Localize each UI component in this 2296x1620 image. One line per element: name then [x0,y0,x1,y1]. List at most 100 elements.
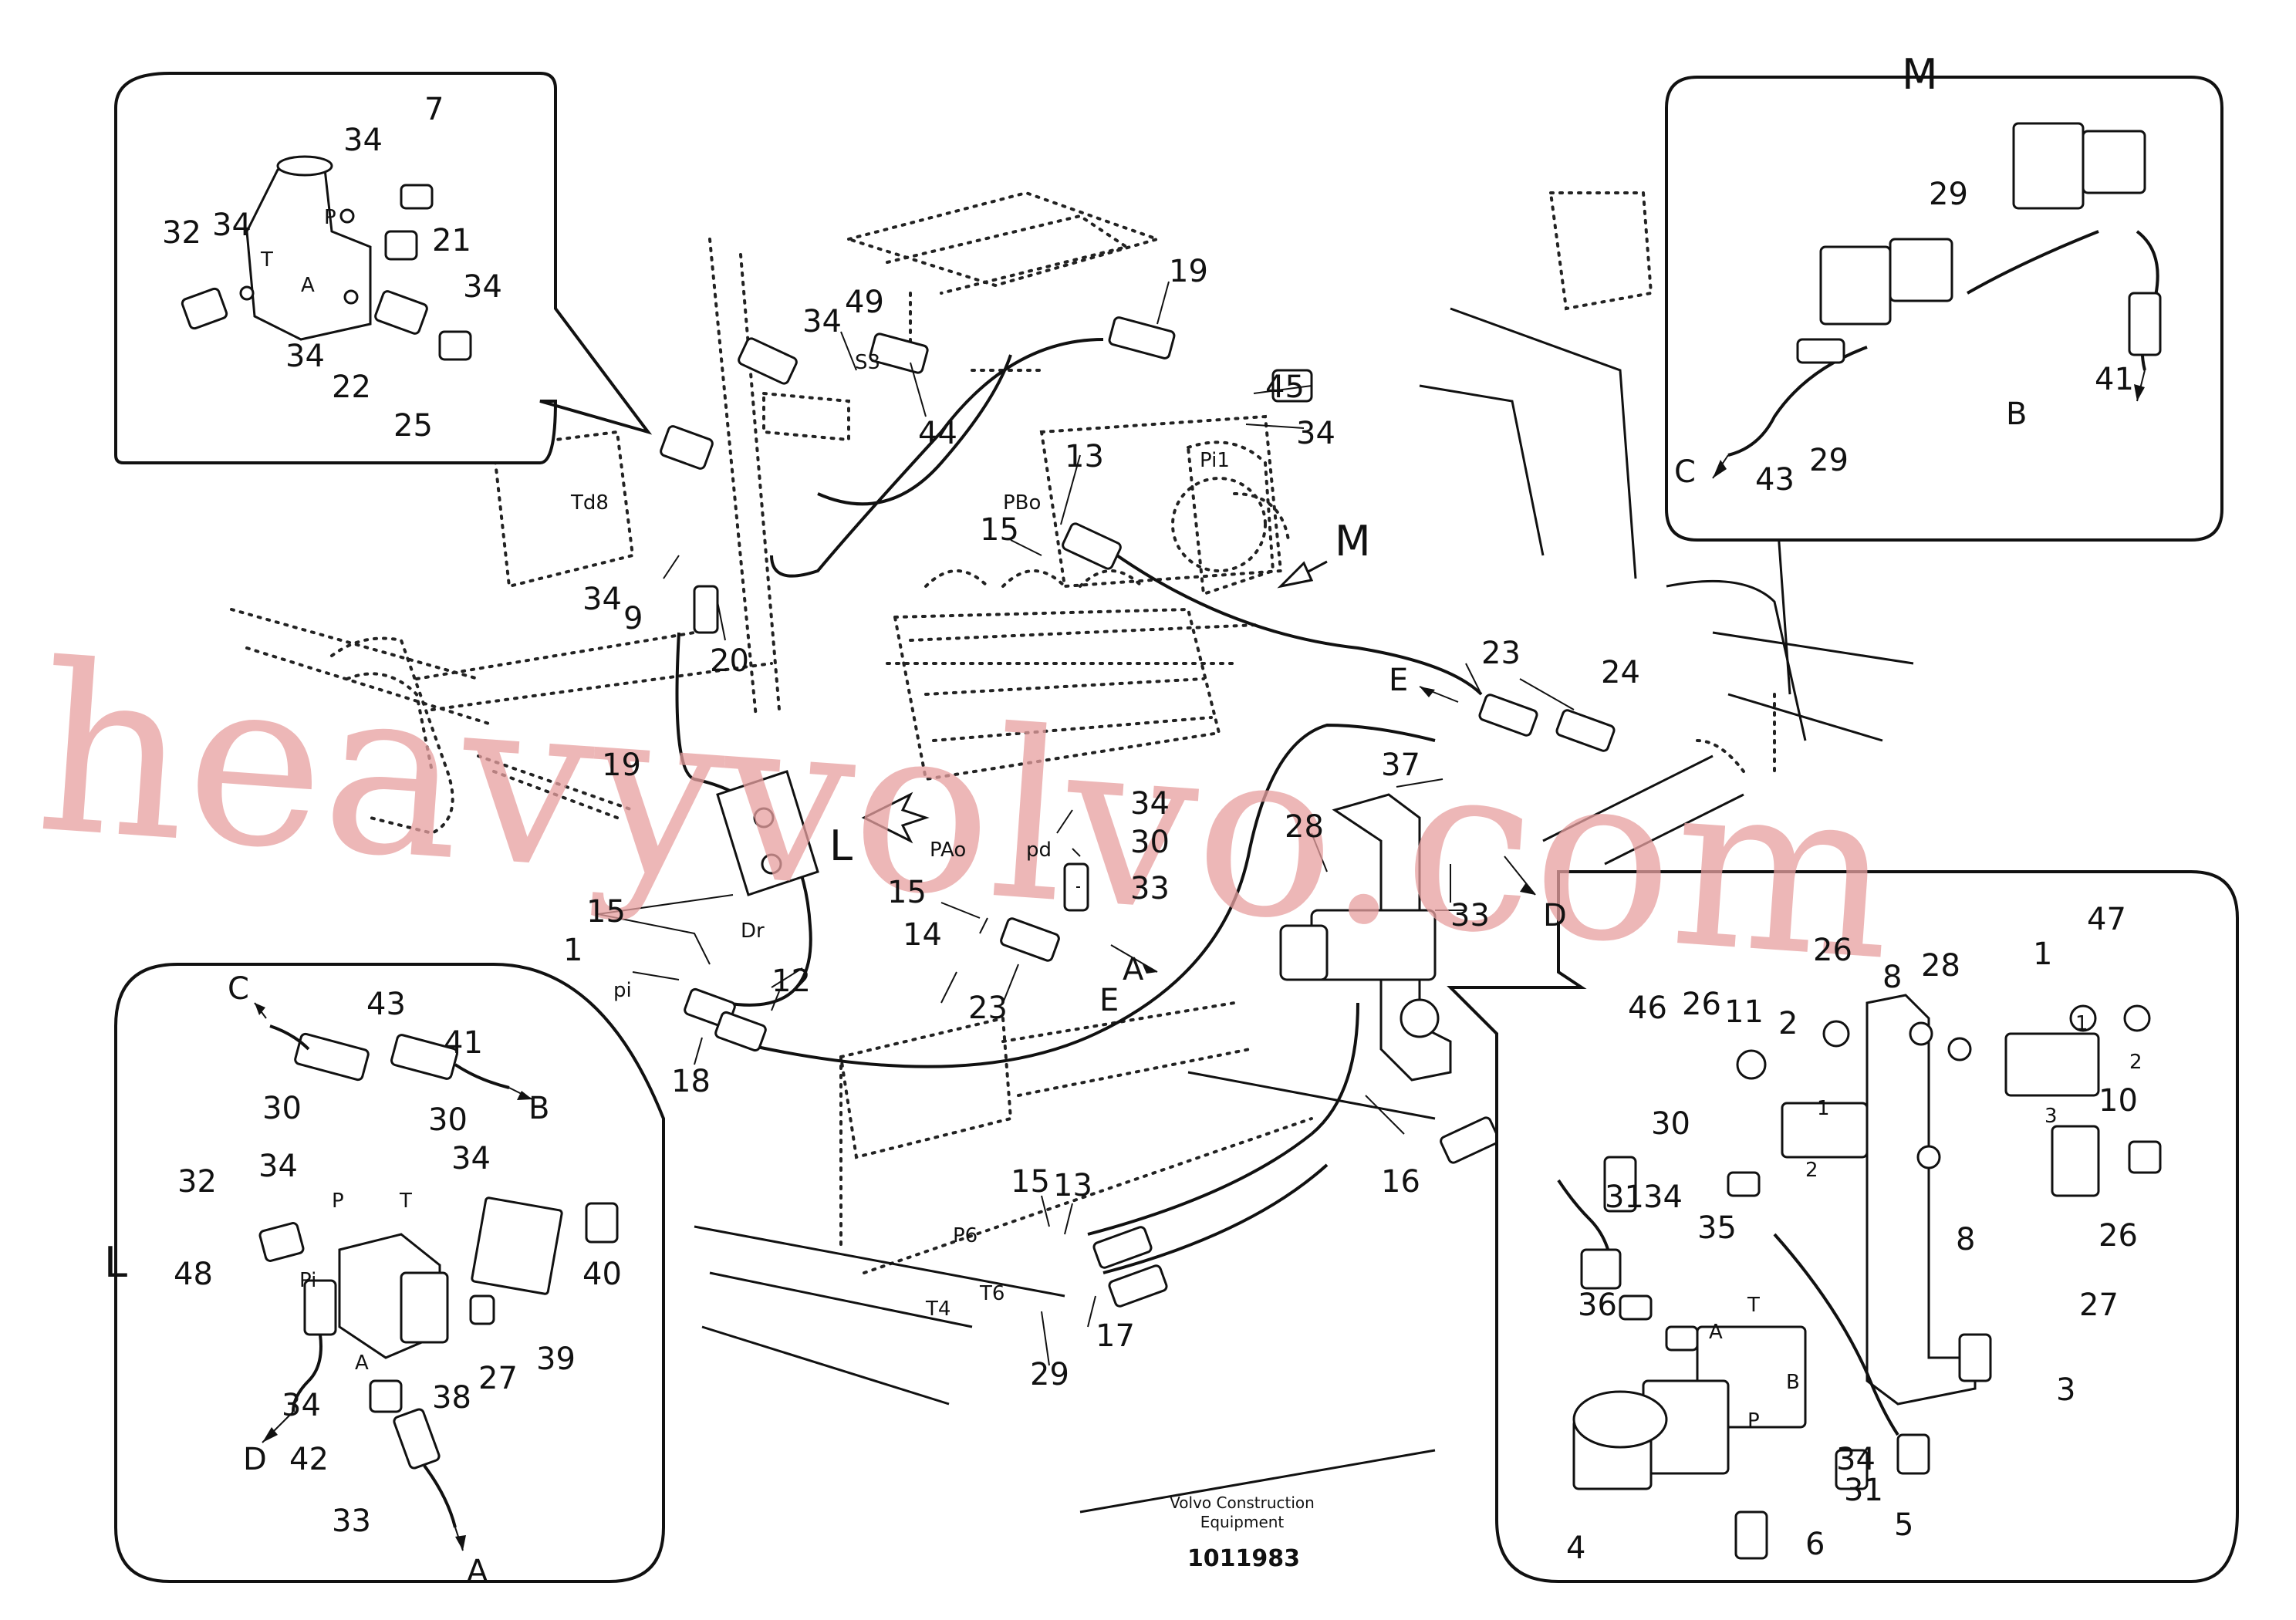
callout-7: 7 [424,92,444,127]
inset-top-right-view-m [1665,76,2223,542]
port-t4: T4 [925,1298,950,1321]
callout-26: 26 [1682,987,1721,1022]
callout-44: 44 [918,416,957,451]
callout-35: 35 [1697,1210,1737,1246]
callout-18: 18 [671,1064,711,1099]
callout-16: 16 [1381,1164,1420,1200]
callout-20: 20 [710,643,749,679]
callout-34: 34 [212,208,252,243]
callout-41: 41 [444,1025,483,1061]
view-l-arrow-label: L [829,822,853,870]
callout-30: 30 [428,1102,468,1138]
callout-34: 34 [451,1141,491,1176]
callout-34: 34 [1643,1180,1683,1215]
port-p6: P6 [953,1224,977,1247]
callout-45: 45 [1265,370,1305,405]
flow-e: E [1389,663,1408,698]
flow-a: A [1123,952,1144,987]
callout-30: 30 [262,1091,302,1126]
callout-33: 33 [1130,871,1170,906]
callout-34: 34 [285,339,325,374]
flow-d: D [1543,898,1567,933]
callout-9: 9 [623,601,643,636]
port-labels: P T A S3 Td8 PBo Pi1 PAo pd Dr pi P6 T6 … [260,206,2142,1433]
callout-46: 46 [1628,991,1667,1026]
callout-13: 13 [1053,1168,1092,1203]
callout-36: 36 [1578,1288,1617,1323]
callout-31: 31 [1605,1180,1644,1215]
callout-10: 10 [2098,1083,2138,1119]
flow-b-l: B [528,1091,549,1126]
flow-labels: E D A E C B C B D A [228,397,2027,1589]
callout-41: 41 [2095,362,2134,397]
port-a-l: A [355,1352,369,1375]
callout-34: 34 [582,582,622,617]
flow-e-lower: E [1099,983,1119,1018]
callout-24: 24 [1601,655,1640,690]
footer-company-line2: Equipment [1200,1513,1285,1531]
callout-34: 34 [1130,786,1170,822]
callout-13: 13 [1065,439,1104,474]
callout-21: 21 [432,223,471,258]
callout-17: 17 [1096,1318,1135,1354]
callout-15: 15 [586,894,626,930]
callout-43: 43 [1755,462,1795,498]
callout-34: 34 [1836,1442,1876,1477]
port-2: 2 [2129,1051,2142,1074]
port-b-r: B [1786,1371,1800,1394]
flow-d-l: D [243,1442,267,1477]
port-1-valve: 1 [1817,1097,1830,1120]
callout-40: 40 [582,1257,622,1292]
callout-29: 29 [1809,443,1849,478]
callout-33: 33 [332,1504,371,1539]
callout-1: 1 [563,933,582,968]
view-m-label: M [1902,50,1938,99]
callout-34: 34 [258,1149,298,1184]
callout-15: 15 [980,512,1019,548]
port-t-r: T [1747,1294,1760,1317]
view-m-arrow-label: M [1335,517,1371,565]
callout-27: 27 [478,1361,518,1396]
callout-34: 34 [343,123,383,158]
port-pi1: Pi1 [1200,449,1230,472]
callout-34: 34 [463,269,502,305]
port-t-l: T [399,1190,412,1213]
main-leader-lines [597,281,1575,1366]
callout-49: 49 [845,285,884,320]
port-pi: pi [613,979,632,1002]
callout-8: 8 [1882,960,1902,995]
footer-company-line1: Volvo Construction [1170,1493,1315,1512]
callout-1: 1 [2033,937,2052,972]
callout-4: 4 [1566,1531,1585,1566]
callout-43: 43 [366,987,406,1022]
port-pd: pd [1026,839,1052,862]
port-p: P [324,206,336,229]
callout-28: 28 [1285,809,1324,845]
callout-15: 15 [1011,1164,1050,1200]
callout-11: 11 [1724,994,1764,1030]
callout-14: 14 [903,917,942,953]
callout-39: 39 [536,1342,576,1377]
port-a-r: A [1709,1321,1723,1344]
view-labels: M M L L [104,50,1938,1287]
callout-27: 27 [2079,1288,2119,1323]
main-assembly-drawing [230,191,1914,1514]
callout-37: 37 [1381,748,1420,783]
port-t6: T6 [979,1282,1004,1305]
footer: Volvo Construction Equipment 1011983 [1170,1493,1315,1572]
callout-23: 23 [968,991,1008,1026]
callout-28: 28 [1921,948,1960,984]
callout-33: 33 [1450,898,1490,933]
callout-15: 15 [887,875,927,910]
port-1: 1 [2075,1012,2088,1035]
callout-5: 5 [1894,1507,1913,1543]
flow-c-l: C [228,971,249,1007]
callout-22: 22 [332,370,371,405]
inset-top-left [114,72,653,464]
callout-labels: 7 34 34 32 21 34 34 22 25 34 49 44 19 45… [162,92,2138,1566]
callout-12: 12 [772,964,811,999]
flow-a-l: A [467,1554,488,1589]
callout-6: 6 [1805,1527,1825,1562]
callout-3: 3 [2056,1372,2075,1408]
